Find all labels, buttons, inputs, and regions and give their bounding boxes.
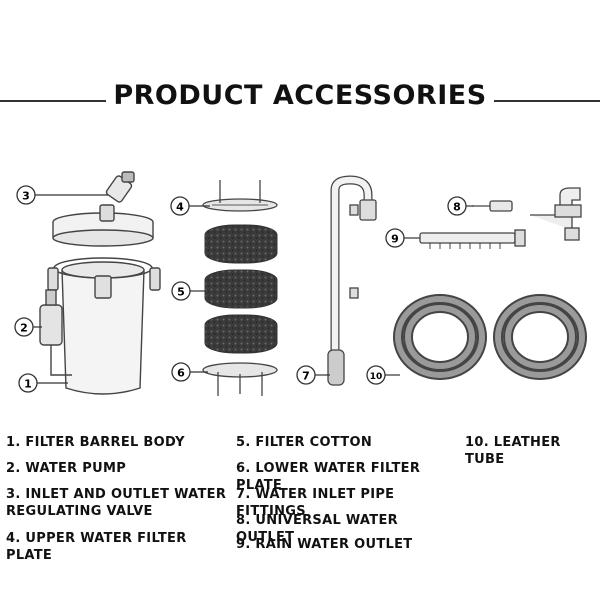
filter-barrel-body xyxy=(39,171,161,395)
callout-4: 4 xyxy=(170,196,190,216)
rain-water-outlet xyxy=(419,229,526,249)
universal-water-outlet xyxy=(472,187,582,241)
legend-item-7: 7. WATER INLET PIPE FITTINGS xyxy=(236,487,395,519)
legend-item-4: 4. UPPER WATER FILTER PLATE xyxy=(6,531,187,563)
title-rule-left xyxy=(0,100,106,102)
svg-text:6: 6 xyxy=(177,367,185,380)
legend-item-8: 8. UNIVERSAL WATER OUTLET xyxy=(236,513,398,545)
callout-3: 3 xyxy=(16,185,36,205)
callout-7: 7 xyxy=(296,365,316,385)
lower-water-filter-plate xyxy=(202,362,278,396)
callout-5: 5 xyxy=(171,281,191,301)
svg-text:10: 10 xyxy=(370,372,383,382)
water-pump xyxy=(39,289,72,376)
legend-item-5: 5. FILTER COTTON xyxy=(236,435,372,450)
legend-item-1: 1. FILTER BARREL BODY xyxy=(6,435,185,450)
callout-6: 6 xyxy=(171,362,191,382)
svg-text:7: 7 xyxy=(302,370,310,383)
callout-9: 9 xyxy=(385,228,405,248)
legend-item-10: 10. LEATHER TUBE xyxy=(465,435,561,467)
svg-text:2: 2 xyxy=(20,322,28,335)
callout-10: 10 xyxy=(366,365,386,385)
svg-text:3: 3 xyxy=(22,190,30,203)
accessories-diagram: 3 4 2 5 1 6 7 8 9 10 xyxy=(14,171,587,396)
regulating-valve xyxy=(99,171,135,222)
title-rule-right xyxy=(494,100,600,102)
water-inlet-pipe-fittings xyxy=(327,175,377,386)
svg-text:9: 9 xyxy=(391,233,399,246)
filter-cotton xyxy=(204,224,278,354)
svg-text:5: 5 xyxy=(177,286,185,299)
leader-lines xyxy=(33,194,474,384)
callout-8: 8 xyxy=(447,196,467,216)
legend-item-6: 6. LOWER WATER FILTER PLATE xyxy=(236,461,421,493)
callout-1: 1 xyxy=(18,373,38,393)
parts-legend: 1. FILTER BARREL BODY 2. WATER PUMP 3. I… xyxy=(0,430,600,590)
legend-item-2: 2. WATER PUMP xyxy=(6,461,127,476)
svg-text:4: 4 xyxy=(176,201,184,214)
svg-text:1: 1 xyxy=(24,378,32,391)
leather-tube xyxy=(393,294,587,380)
legend-item-3: 3. INLET AND OUTLET WATER REGULATING VAL… xyxy=(6,487,227,519)
svg-text:8: 8 xyxy=(453,201,461,214)
upper-water-filter-plate xyxy=(202,180,278,212)
title-bar: PRODUCT ACCESSORIES xyxy=(0,78,600,122)
legend-item-9: 9. RAIN WATER OUTLET xyxy=(236,537,413,552)
page-title: PRODUCT ACCESSORIES xyxy=(113,80,487,111)
callout-2: 2 xyxy=(14,317,34,337)
